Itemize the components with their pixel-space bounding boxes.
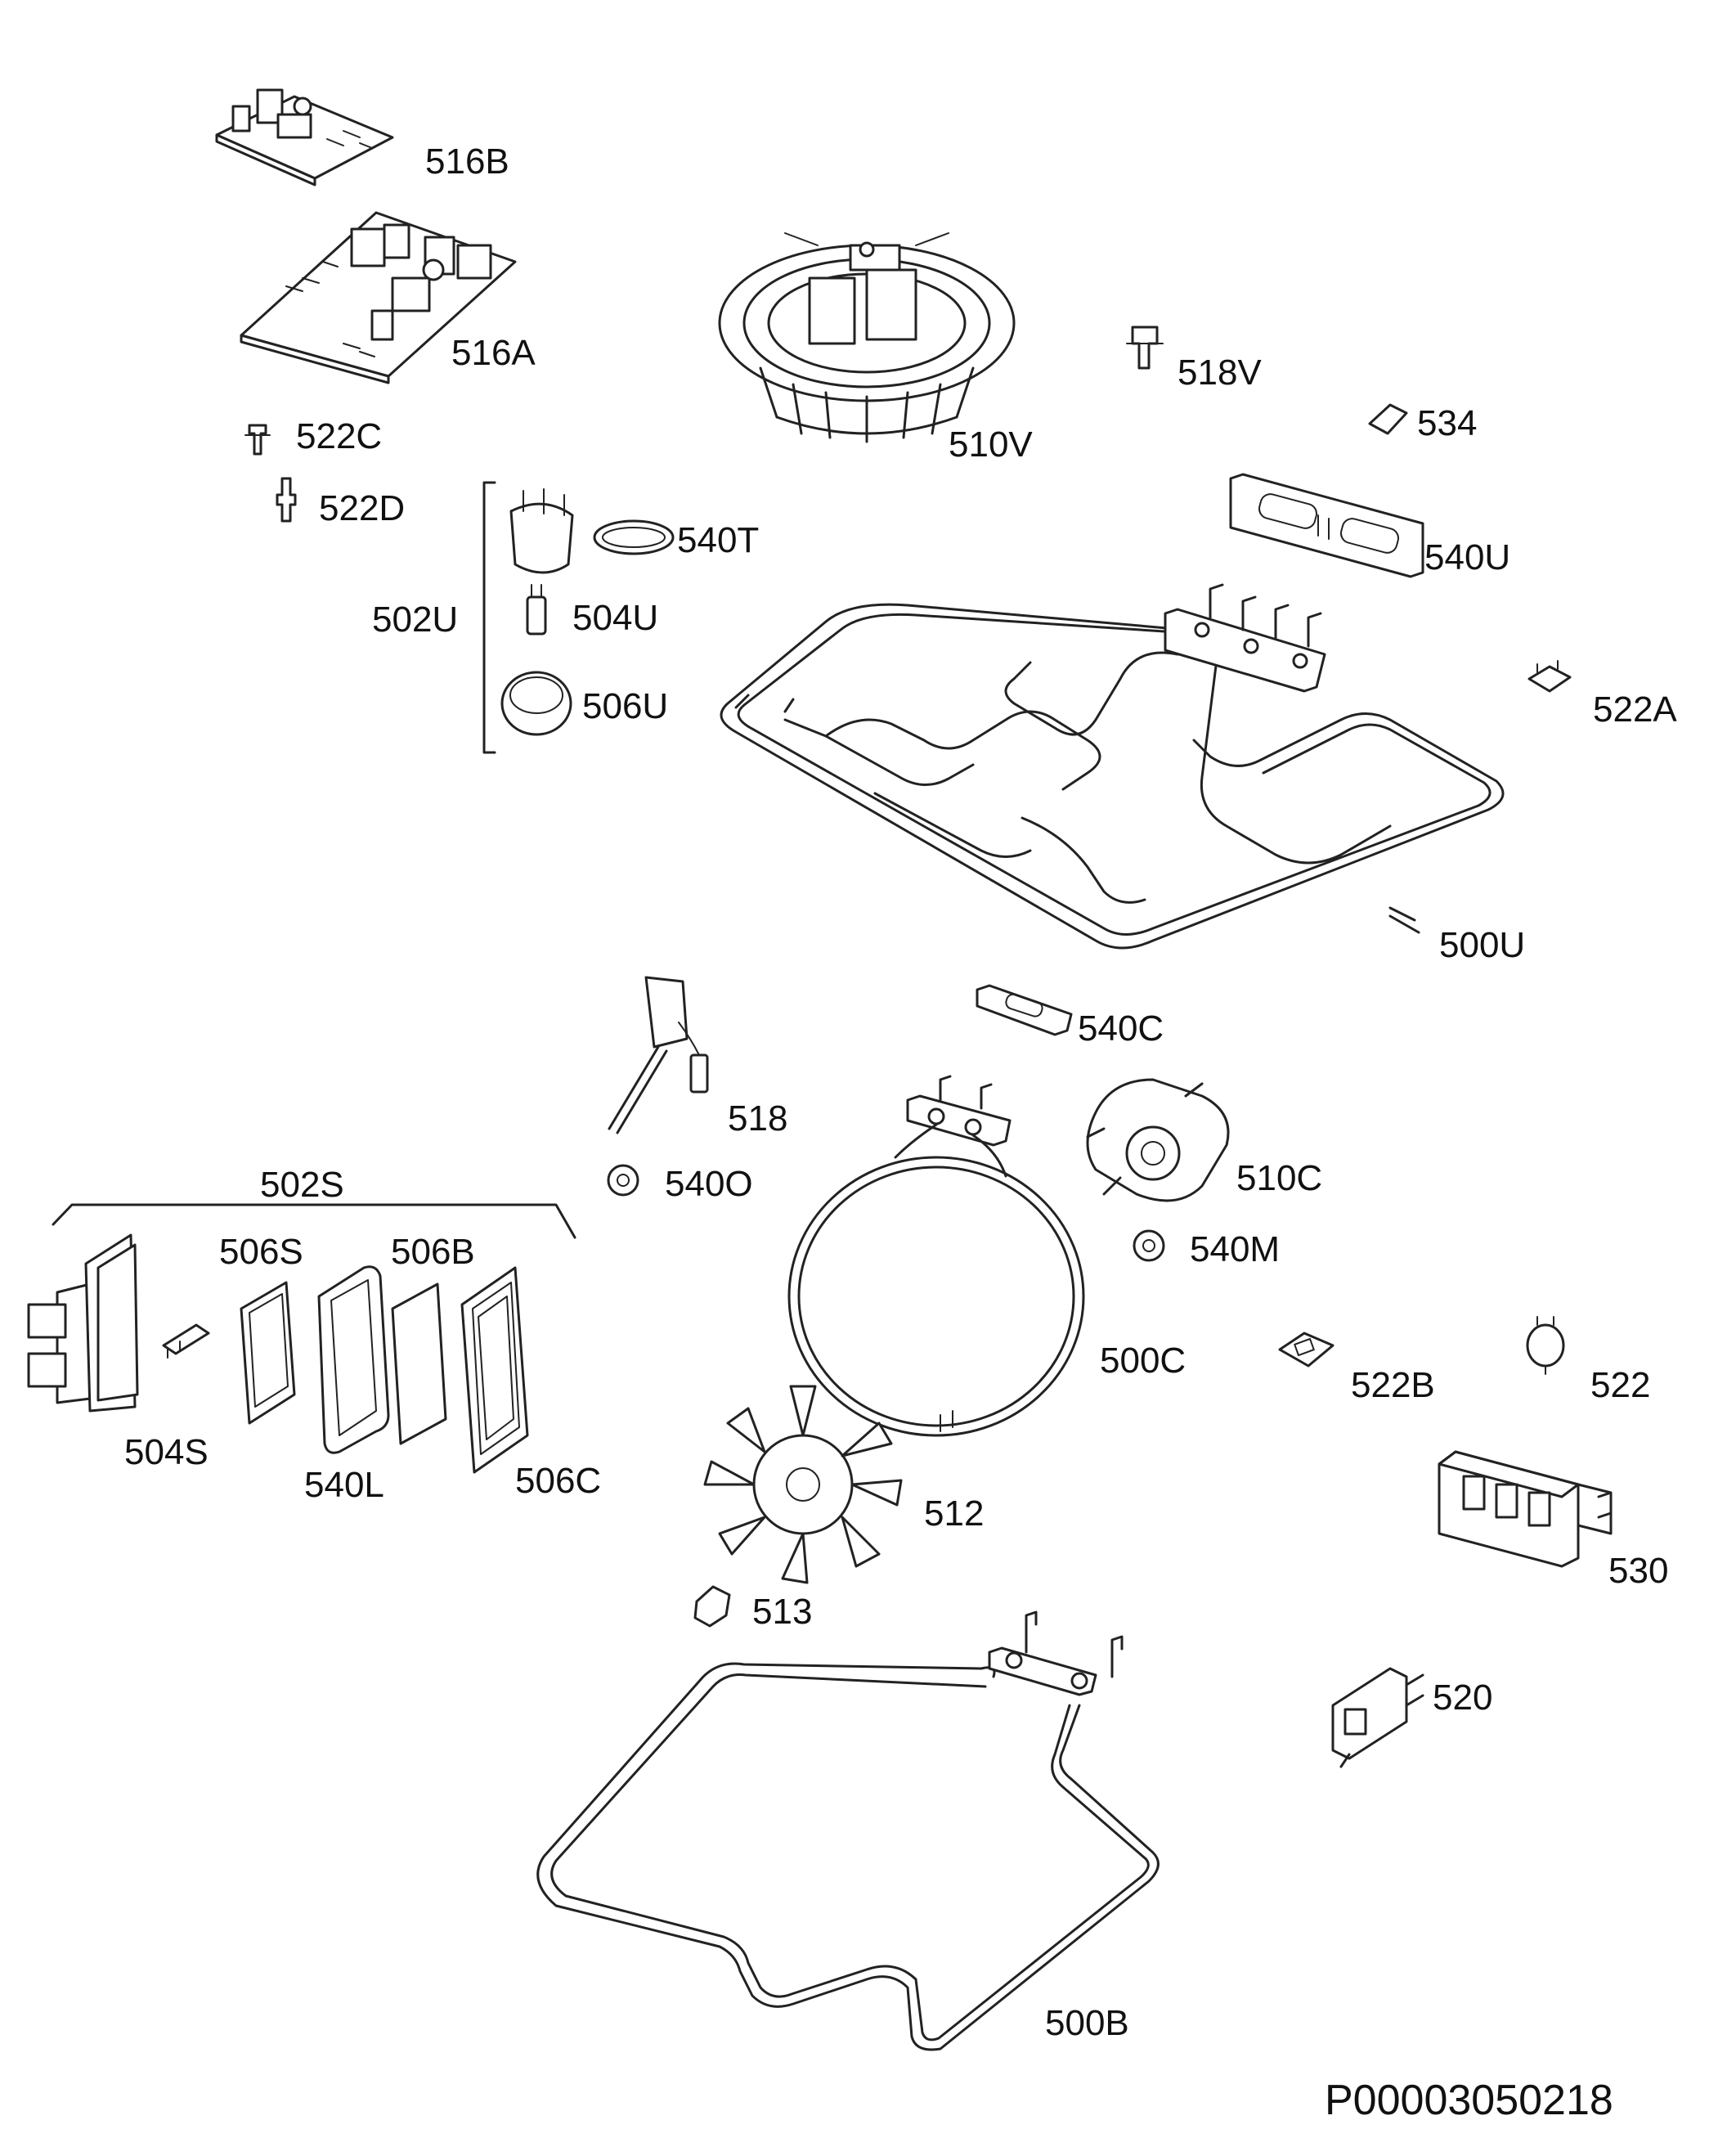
part-540O-washer [607,1164,639,1197]
part-lamp-housing [27,1233,139,1413]
part-540T-gasket [593,519,675,555]
label-522B: 522B [1351,1365,1435,1405]
label-540T: 540T [677,520,759,560]
label-540L: 540L [304,1465,384,1505]
part-540C-gasket [976,984,1073,1036]
part-516B-board [215,88,394,186]
label-540C: 540C [1078,1008,1164,1049]
part-534-bushing [1368,403,1408,435]
label-502S: 502S [260,1165,344,1205]
label-510C: 510C [1236,1158,1322,1198]
part-518-thermostat [608,976,709,1134]
part-540T-lamp-socket [509,488,574,574]
part-540M-washer [1133,1229,1165,1262]
label-513: 513 [752,1592,812,1632]
part-510V-cooling-fan [718,232,1016,443]
part-506U-lamp-cover [500,671,572,736]
label-512: 512 [924,1493,984,1534]
label-510V: 510V [949,424,1033,465]
label-516B: 516B [425,141,509,182]
part-512-fan-blade [703,1385,903,1584]
part-506S-lamp-glass [240,1281,296,1425]
label-522C: 522C [296,416,382,456]
label-506S: 506S [219,1232,303,1272]
label-534: 534 [1417,403,1477,443]
label-522A: 522A [1593,689,1677,730]
label-504U: 504U [572,598,658,638]
part-500U-grill-element [720,583,1505,950]
part-516A-board [240,211,517,384]
label-500B: 500B [1045,2003,1129,2043]
part-520-door-switch [1331,1667,1424,1768]
label-500C: 500C [1100,1341,1186,1381]
label-506U: 506U [582,686,668,726]
part-522C-clip [244,424,271,456]
part-504S-bulb [162,1323,210,1359]
bracket-502S [52,1203,576,1239]
part-522-clip [1526,1316,1565,1375]
label-502U: 502U [372,600,458,640]
part-506B-lamp-glass [391,1282,447,1445]
part-540L-gasket [317,1265,390,1454]
bracket-502U [482,481,496,754]
part-510C-fan-motor [1086,1078,1230,1202]
label-520: 520 [1433,1678,1492,1718]
label-522: 522 [1590,1365,1650,1405]
part-513-nut [693,1585,731,1628]
label-504S: 504S [124,1432,209,1472]
label-518V: 518V [1178,353,1262,393]
label-540U: 540U [1424,537,1510,577]
part-522B-clip [1278,1332,1335,1368]
part-530-terminal-block [1438,1450,1613,1568]
label-518: 518 [728,1098,787,1139]
part-540U-gasket [1229,473,1424,578]
part-504U-bulb [526,584,547,636]
label-522D: 522D [319,488,405,528]
label-530: 530 [1608,1551,1668,1591]
part-500B-bottom-element [536,1610,1160,2051]
part-522A-clip [1527,660,1572,693]
drawing-number: P00003050218 [1325,2077,1613,2124]
part-518V-clip [1126,326,1164,370]
label-500U: 500U [1439,925,1525,965]
label-540O: 540O [665,1164,753,1204]
part-506C-lamp-frame [460,1266,529,1474]
label-506C: 506C [515,1461,601,1501]
label-506B: 506B [391,1232,475,1272]
part-522D-clip [276,477,297,523]
label-540M: 540M [1190,1229,1280,1269]
part-500C-ring-element [787,1075,1085,1437]
label-516A: 516A [451,333,536,373]
